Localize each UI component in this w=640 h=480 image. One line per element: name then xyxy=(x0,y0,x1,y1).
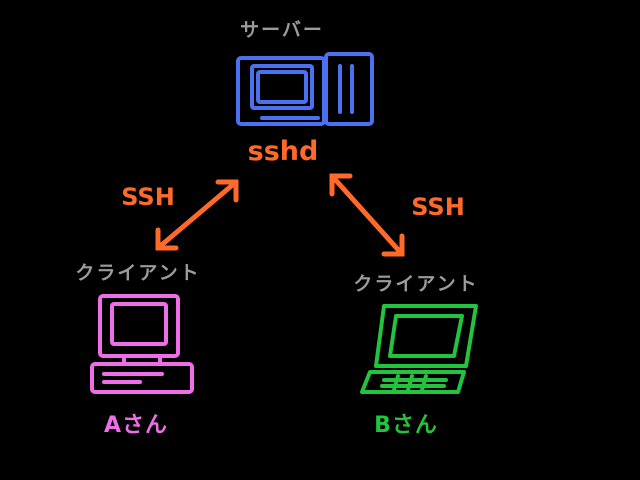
ssh-label-right: SSH xyxy=(411,193,465,221)
laptop-computer-icon xyxy=(360,304,478,394)
server-daemon-label: sshd xyxy=(248,136,319,167)
client-a-user: Aさん xyxy=(104,413,168,438)
server-computer-icon xyxy=(236,52,374,126)
server-title: サーバー xyxy=(240,19,324,41)
connection-arrow-left xyxy=(155,179,239,251)
client-a-role: クライアント xyxy=(75,262,200,284)
connection-arrow-right xyxy=(329,173,405,257)
client-b-role: クライアント xyxy=(353,273,478,295)
client-b-user: Bさん xyxy=(374,413,438,438)
desktop-computer-icon xyxy=(90,294,194,394)
ssh-label-left: SSH xyxy=(121,183,175,211)
